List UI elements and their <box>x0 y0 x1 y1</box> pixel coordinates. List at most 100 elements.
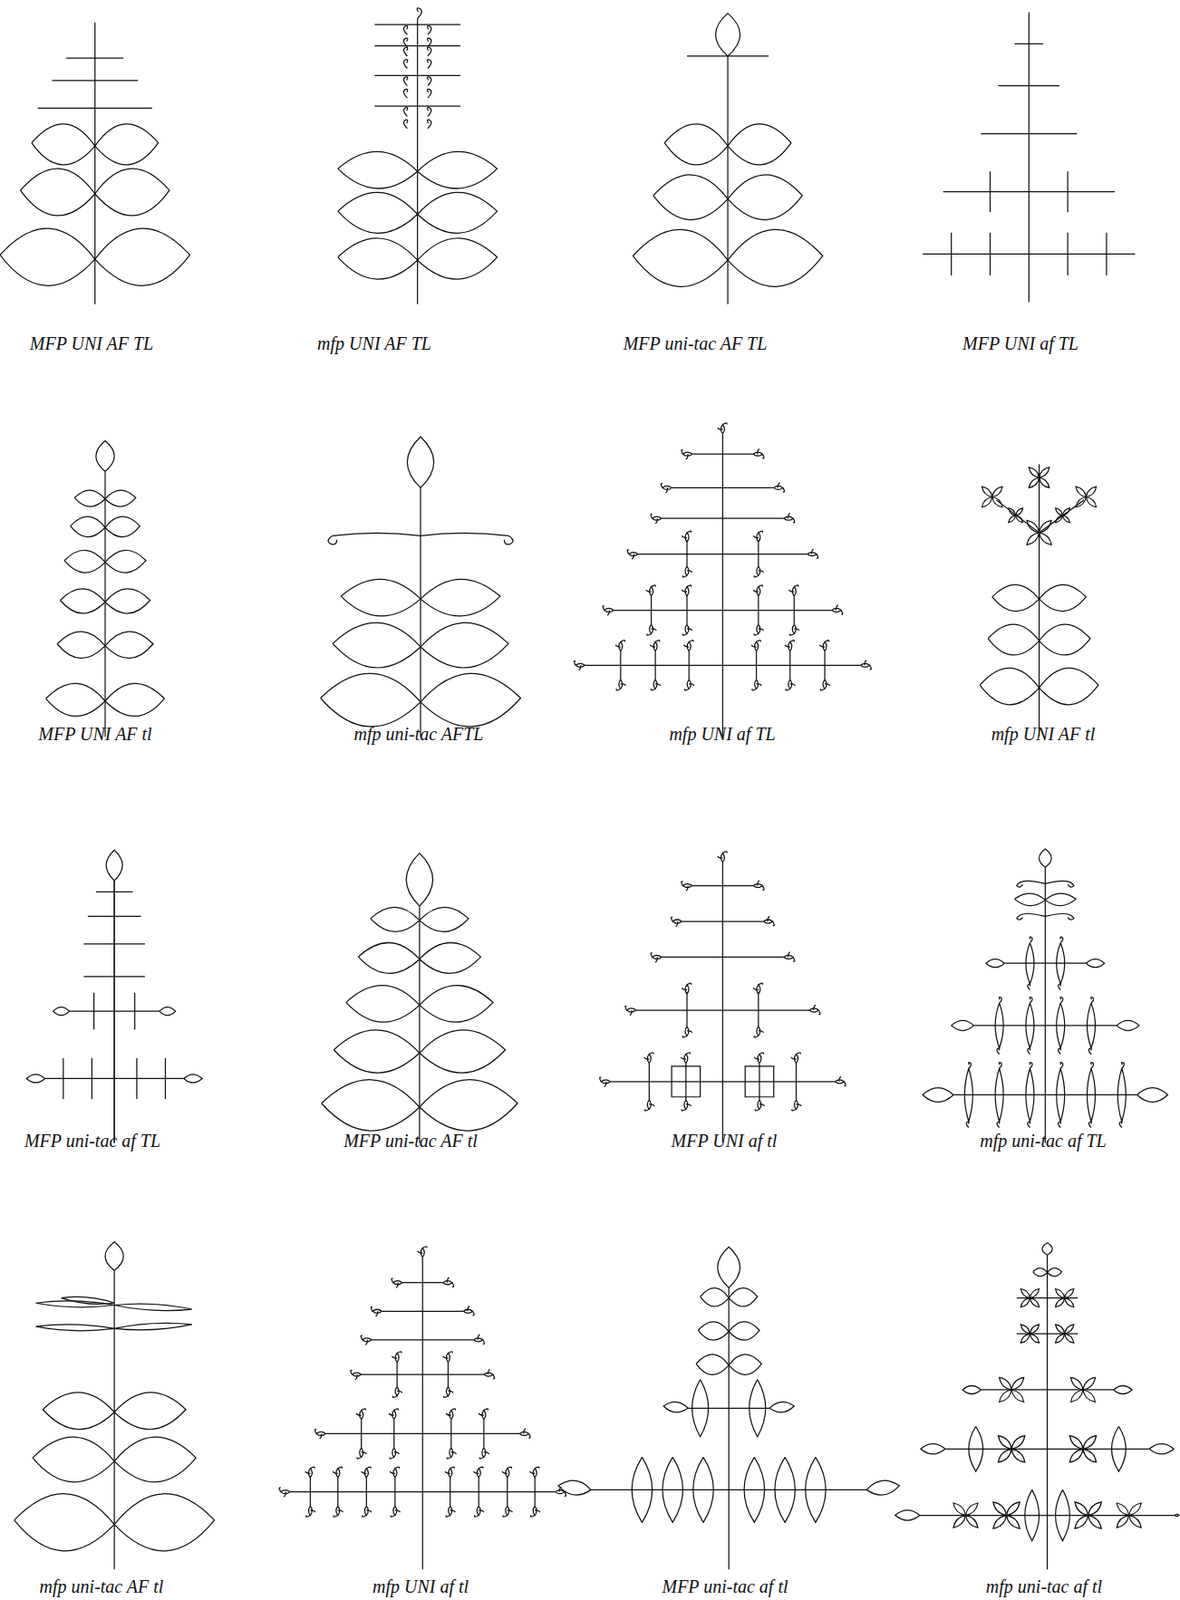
plant-stroke <box>1088 1048 1092 1055</box>
plant-stroke <box>1083 1377 1096 1391</box>
plant-stroke <box>686 1104 692 1107</box>
plant-stroke <box>758 1063 760 1102</box>
plant-stroke <box>422 1257 424 1571</box>
plant-stroke <box>1129 1516 1142 1529</box>
plant-stroke <box>753 987 759 990</box>
plant-stroke <box>980 133 1077 135</box>
figure-label: MFP uni-tac AF TL <box>623 333 768 354</box>
plant-stroke <box>105 1242 124 1272</box>
plant-stroke <box>1129 1503 1142 1517</box>
plant-stroke <box>1137 1088 1169 1103</box>
plant-stroke <box>371 1339 474 1341</box>
plant-stroke <box>419 1030 506 1074</box>
plant-stroke <box>752 688 757 691</box>
plant-stroke <box>895 1510 920 1521</box>
plant-stroke <box>1174 1514 1180 1517</box>
plant-stroke <box>953 1516 967 1529</box>
plant-stroke <box>692 1380 709 1438</box>
plant-stroke <box>953 1094 1138 1096</box>
plant-stroke <box>396 1391 403 1393</box>
plant-stroke <box>671 487 774 489</box>
plant-stroke <box>530 1516 535 1519</box>
plant-stroke <box>452 1283 455 1288</box>
plant-stroke <box>338 151 418 189</box>
plant-stroke <box>444 1396 449 1399</box>
plant-stroke <box>1025 1489 1040 1541</box>
plant-stroke <box>374 75 461 77</box>
plant-stroke <box>744 1066 774 1098</box>
plant-stroke <box>638 553 808 555</box>
plant-stroke <box>420 673 521 727</box>
plant-stroke <box>843 1082 846 1087</box>
figure-label: mfp uni-tac AF tl <box>39 1576 165 1597</box>
plant-stroke <box>1088 1516 1103 1530</box>
plant-stroke <box>758 1031 765 1034</box>
plant-stroke <box>493 1374 495 1380</box>
plant-stroke <box>686 541 687 567</box>
plant-stroke <box>417 192 498 233</box>
plant-stroke <box>660 483 663 489</box>
plant-stroke <box>1056 1003 1065 1049</box>
plant-stroke <box>686 570 693 573</box>
plant-stroke <box>449 1478 451 1508</box>
plant-stroke <box>403 119 407 129</box>
plant-stroke <box>309 1510 316 1513</box>
plant-stroke <box>790 640 795 643</box>
plant-stroke <box>584 665 861 667</box>
plant-stroke <box>981 486 992 497</box>
plant-stroke <box>1085 486 1096 497</box>
plant-stroke <box>783 487 785 493</box>
plant-stroke <box>793 596 795 626</box>
plant-stroke <box>1091 997 1094 1005</box>
plant-stroke <box>686 628 693 631</box>
plant-stroke <box>1116 1516 1130 1529</box>
plant-stroke <box>290 1491 556 1493</box>
plant-stroke <box>1004 963 1086 965</box>
plant-stroke <box>999 1390 1013 1403</box>
plant-stroke <box>753 535 759 538</box>
plant-stroke <box>83 943 146 945</box>
figure-label: MFP UNI af tl <box>671 1131 778 1151</box>
plant-stroke <box>650 953 653 958</box>
plant-stroke <box>1015 43 1045 45</box>
plant-stroke <box>478 1413 484 1416</box>
plant-stroke <box>979 667 1039 706</box>
plant-stroke <box>773 921 775 927</box>
plant-stroke <box>306 1516 311 1519</box>
plant-stroke <box>1015 508 1024 516</box>
plant-stroke <box>968 1427 984 1473</box>
plant-stroke <box>447 1363 449 1388</box>
plant-stroke <box>805 1457 827 1523</box>
plant-stroke <box>727 174 803 221</box>
plant-stroke <box>685 688 690 691</box>
plant-stroke <box>757 880 760 887</box>
plant-stroke <box>655 957 658 963</box>
plant-stroke <box>919 1515 1176 1517</box>
plant-stroke <box>1028 12 1030 303</box>
plant-stroke <box>1016 880 1074 888</box>
plant-stroke <box>980 1389 1113 1391</box>
plant-stroke <box>366 1510 372 1513</box>
plant-stroke <box>607 610 610 617</box>
plant-stroke <box>989 232 991 276</box>
plant-stroke <box>717 1247 741 1288</box>
plant-stroke <box>1055 1298 1065 1308</box>
plant-stroke <box>687 1408 770 1410</box>
plant-stroke <box>14 1494 115 1552</box>
plant-stroke <box>671 1066 701 1098</box>
plant-stroke <box>83 976 146 977</box>
plant-stroke <box>1025 943 1035 985</box>
plant-stroke <box>796 1104 803 1107</box>
plant-stroke <box>756 640 762 643</box>
plant-stroke <box>309 1478 311 1508</box>
plant-stroke <box>1039 532 1053 546</box>
plant-stroke <box>796 1053 802 1055</box>
plant-stroke <box>388 1413 395 1416</box>
plant-stroke <box>91 1058 93 1100</box>
plant-stroke <box>1060 1063 1064 1070</box>
plant-stroke <box>1016 1333 1079 1335</box>
plant-stroke <box>839 1076 842 1083</box>
figure-label: MFP UNI af TL <box>962 333 1079 354</box>
plant-stroke <box>789 590 795 592</box>
plant-stroke <box>636 1009 810 1011</box>
